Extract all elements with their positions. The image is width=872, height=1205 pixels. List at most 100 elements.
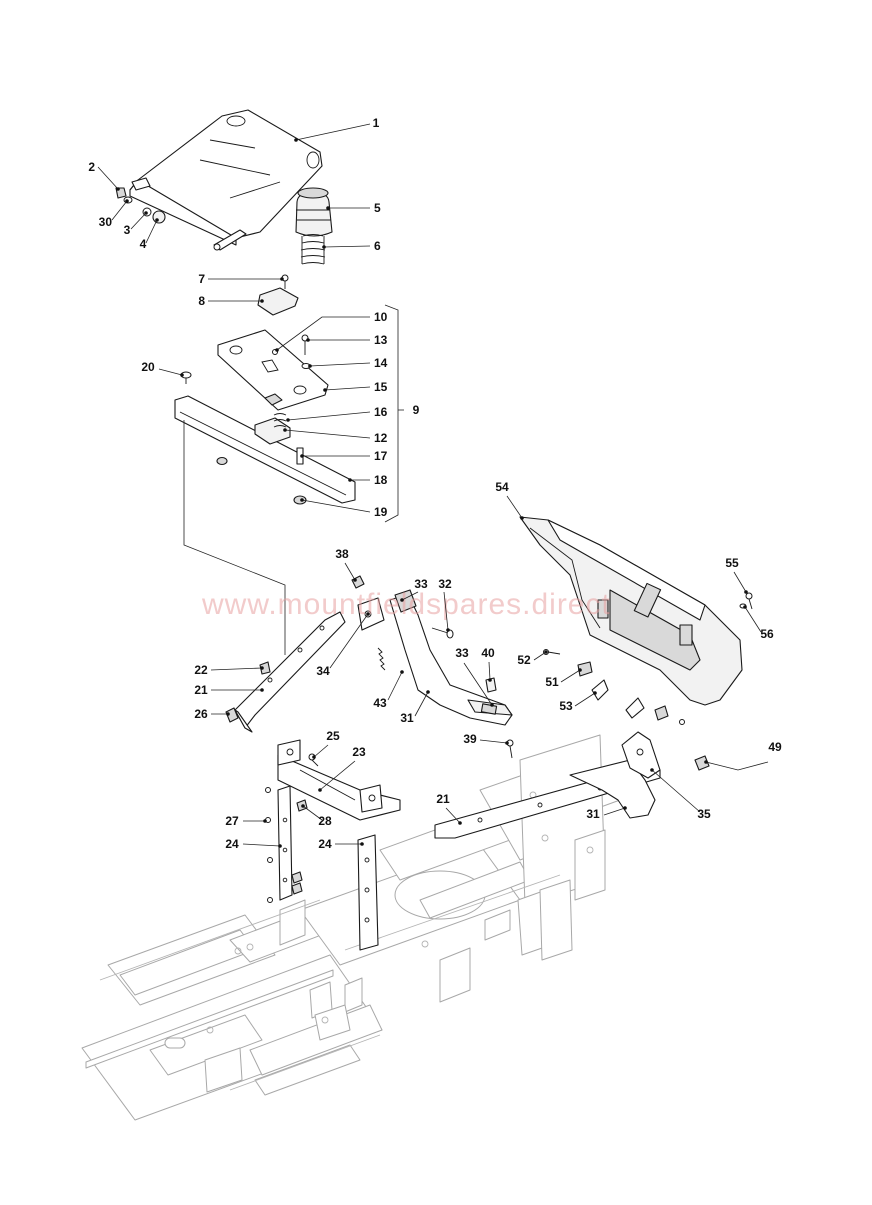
callout-number: 24 (225, 837, 239, 851)
mount-block (257, 287, 299, 316)
leader-line (705, 761, 769, 771)
leader-dot (488, 678, 492, 682)
callout-c55: 55 (725, 556, 748, 594)
seat-support-24-right (357, 834, 379, 951)
callout-number: 56 (760, 627, 774, 641)
leader-dot (308, 364, 312, 368)
callout-c32: 32 (438, 577, 452, 632)
callout-number: 20 (141, 360, 155, 374)
leader-line (323, 245, 371, 248)
leader-dot (116, 187, 120, 191)
suspension-rail (174, 395, 356, 504)
leader-line (387, 671, 403, 701)
callout-c10: 10 (275, 310, 388, 352)
callout-c51: 51 (545, 668, 582, 689)
callout-c4: 4 (140, 218, 159, 251)
callout-c35: 35 (650, 768, 711, 821)
leader-line (313, 744, 329, 758)
callout-c13: 13 (306, 333, 388, 347)
callout-number: 6 (374, 239, 381, 253)
pedal-bolt-32 (431, 627, 454, 639)
leader-line (603, 807, 626, 816)
leader-dot (520, 516, 524, 520)
callout-number: 1 (373, 116, 380, 130)
callout-number: 23 (352, 745, 366, 759)
leader-line (488, 661, 491, 681)
pedal-bracket-34 (357, 597, 385, 631)
clip-51-52-53 (543, 649, 685, 725)
callout-c56: 56 (743, 605, 774, 641)
callout-number: 14 (374, 356, 388, 370)
callout-number: 53 (559, 699, 573, 713)
leader-line (401, 591, 419, 601)
callout-c5: 5 (326, 201, 381, 215)
callout-c31a: 31 (400, 690, 430, 725)
callout-c40: 40 (481, 646, 495, 682)
callout-c3: 3 (124, 211, 148, 237)
spring-43 (377, 647, 386, 671)
callout-number: 38 (335, 547, 349, 561)
seat-mount-bracket (277, 739, 401, 821)
nut-49 (694, 755, 710, 771)
leader-line (344, 562, 356, 581)
leader-dot (544, 650, 548, 654)
callout-c7: 7 (198, 272, 284, 286)
callout-number: 32 (438, 577, 452, 591)
leader-dot (318, 788, 322, 792)
leader-dot (260, 688, 264, 692)
callout-number: 49 (768, 740, 782, 754)
leader-line (463, 662, 493, 706)
leader-dot (322, 245, 326, 249)
callout-number: 8 (198, 294, 205, 308)
leader-dot (400, 598, 404, 602)
leader-dot (426, 690, 430, 694)
callout-c18: 18 (348, 473, 388, 487)
leader-dot (260, 299, 264, 303)
callout-number: 35 (697, 807, 711, 821)
leader-line (533, 651, 547, 661)
nut-22-26 (225, 661, 271, 723)
seat-rail-upper (234, 611, 346, 733)
callout-number: 40 (481, 646, 495, 660)
callout-c16: 16 (286, 405, 388, 422)
suspension-plate (217, 329, 329, 411)
leader-line (295, 123, 371, 141)
callout-number: 33 (455, 646, 469, 660)
callout-number: 21 (436, 792, 450, 806)
callout-number: 24 (318, 837, 332, 851)
leader-line (324, 386, 371, 391)
callout-c9: 9 (413, 403, 420, 417)
seat-pan (129, 109, 323, 251)
suspension-bolts (272, 334, 311, 369)
callout-c21a: 21 (194, 683, 264, 697)
callout-number: 52 (517, 653, 531, 667)
callout-c21b: 21 (436, 792, 462, 825)
leader-dot (623, 806, 627, 810)
leader-line (733, 571, 747, 593)
leader-dot (704, 760, 708, 764)
rail-bump-stop (216, 456, 307, 505)
callout-c54: 54 (495, 480, 524, 520)
leader-line (319, 760, 356, 791)
callout-c28: 28 (301, 804, 332, 828)
callout-number: 16 (374, 405, 388, 419)
callout-c34: 34 (316, 612, 370, 678)
callout-number: 51 (545, 675, 559, 689)
group-bracket (384, 304, 404, 523)
leader-line (210, 667, 263, 671)
callout-c2: 2 (88, 160, 120, 191)
callout-number: 2 (88, 160, 95, 174)
callout-c22: 22 (194, 663, 264, 677)
leader-dot (280, 277, 284, 281)
leader-line (276, 316, 370, 351)
leader-line (506, 495, 523, 519)
callout-number: 28 (318, 814, 332, 828)
spring-cover (295, 187, 333, 237)
callout-number: 15 (374, 380, 388, 394)
leader-dot (155, 218, 159, 222)
callout-number: 27 (225, 814, 239, 828)
leader-line (301, 499, 371, 513)
leader-dot (360, 842, 364, 846)
callout-number: 10 (374, 310, 388, 324)
